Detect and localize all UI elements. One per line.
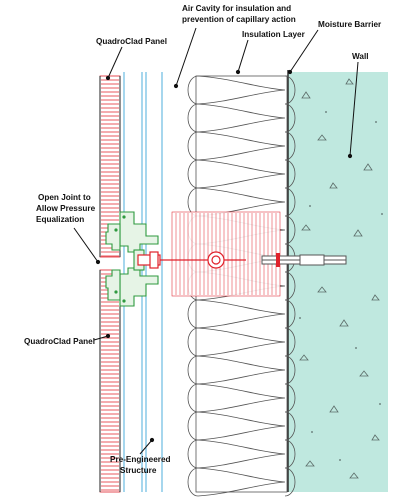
wall-anchor-bolt — [261, 253, 347, 267]
wall-block — [288, 72, 388, 492]
wall-aggregate-marks — [299, 78, 380, 479]
top-panel — [99, 75, 121, 258]
label-top-panel: QuadroClad Panel — [96, 37, 167, 46]
profile-screws — [114, 215, 126, 303]
label-open-joint-3: Equalization — [36, 215, 84, 224]
label-open-joint-2: Allow Pressure — [36, 204, 96, 213]
label-air-cavity-1: Air Cavity for insulation and — [182, 4, 291, 13]
label-air-cavity-2: prevention of capillary action — [182, 15, 296, 24]
label-structure-1: Pre-Engineered — [110, 455, 171, 464]
label-insulation-layer: Insulation Layer — [242, 30, 306, 39]
label-wall: Wall — [352, 52, 369, 61]
label-structure-2: Structure — [120, 466, 157, 475]
bottom-panel — [99, 269, 121, 493]
label-bottom-panel: QuadroClad Panel — [24, 337, 95, 346]
label-open-joint-1: Open Joint to — [38, 193, 91, 202]
bracket-band — [171, 211, 281, 297]
leader-lines — [73, 27, 359, 455]
anchor-fastener — [137, 251, 246, 269]
label-moisture-barrier: Moisture Barrier — [318, 20, 382, 29]
